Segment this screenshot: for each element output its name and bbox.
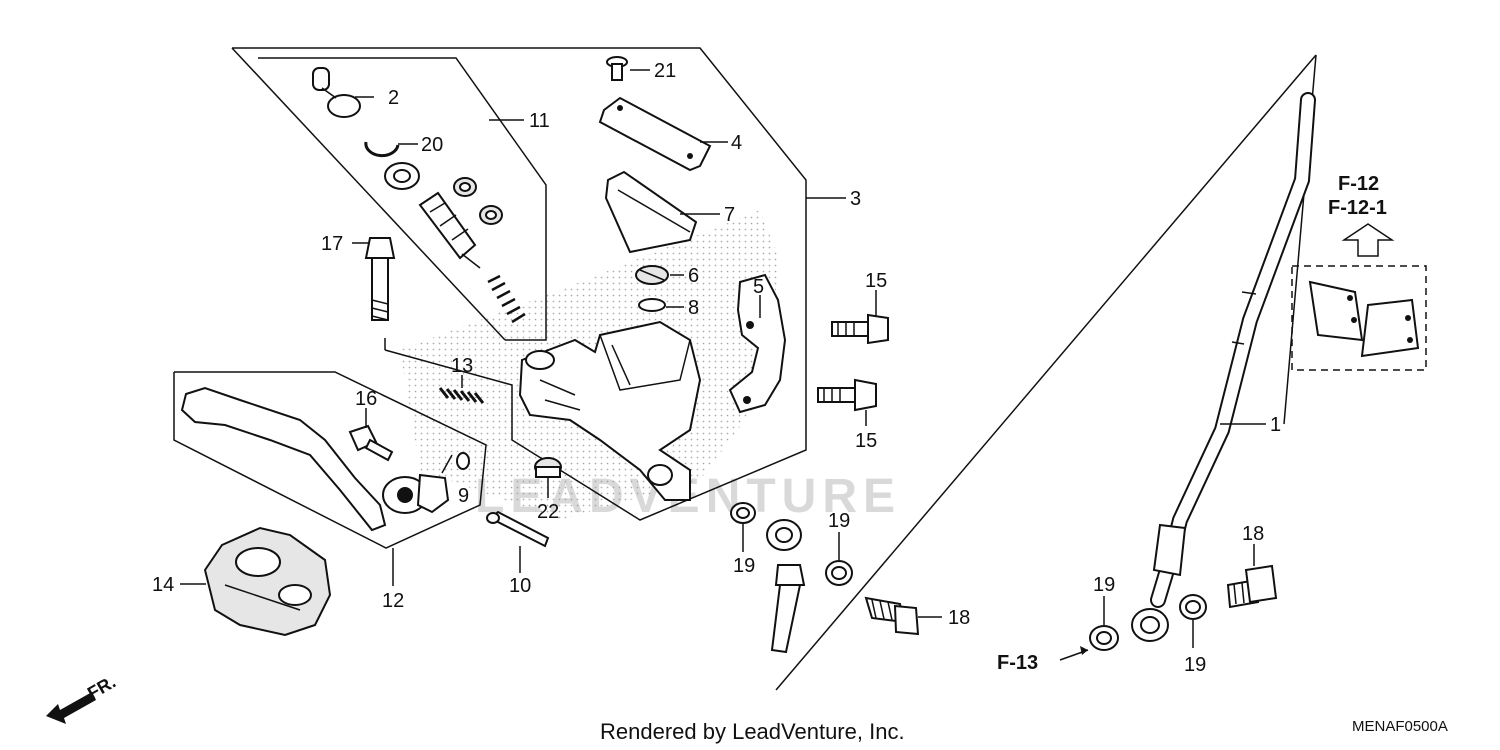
cap-screw-part (606, 56, 628, 81)
brake-lever-part (180, 386, 450, 532)
callout-12: 12 (382, 590, 404, 612)
master-cylinder-body-part (518, 320, 702, 501)
piston-part (418, 191, 481, 269)
hose-clamp-part-right (1360, 298, 1420, 358)
hose-banjo-upper-part (766, 519, 806, 654)
washer-part (384, 162, 420, 190)
callout-18-lower: 18 (948, 607, 970, 629)
leader-lines (180, 69, 1266, 661)
circlip-part (364, 141, 400, 158)
diagram-code: MENAF0500A (1352, 718, 1448, 735)
callout-14: 14 (152, 574, 174, 596)
reference-arrow-up-icon (1341, 223, 1395, 257)
reservoir-cap-part (598, 96, 712, 172)
spring-part (487, 274, 526, 324)
callout-7: 7 (724, 204, 735, 226)
callout-17: 17 (321, 233, 343, 255)
banjo-bolt-part-upper (1226, 564, 1278, 609)
callout-13: 13 (451, 355, 473, 377)
brake-hose-part (1131, 92, 1316, 642)
brake-hose-outline (775, 54, 1317, 691)
callout-19-a: 19 (733, 555, 755, 577)
float-part (635, 265, 669, 285)
callout-19-d: 19 (1184, 654, 1206, 676)
lever-assembly-outline (173, 371, 487, 549)
callout-10: 10 (509, 575, 531, 597)
piston-set-outline (258, 57, 547, 341)
callout-6: 6 (688, 265, 699, 287)
sealing-washer-part-d (1179, 594, 1207, 620)
sealing-washer-part-a (730, 502, 756, 524)
reference-f13[interactable]: F-13 (997, 652, 1038, 674)
callout-1: 1 (1270, 414, 1281, 436)
front-arrow-icon (46, 692, 96, 724)
reference-f12[interactable]: F-12 (1338, 173, 1379, 195)
callout-19-b: 19 (828, 510, 850, 532)
oring-part (638, 298, 666, 312)
related-parts-dashed-box (1291, 265, 1427, 371)
callout-3: 3 (850, 188, 861, 210)
diaphragm-part (604, 170, 698, 254)
reference-f12-1[interactable]: F-12-1 (1328, 197, 1387, 219)
front-direction-indicator: FR. (46, 672, 119, 724)
lever-pin-part (486, 510, 550, 548)
callout-15-lower: 15 (855, 430, 877, 452)
callout-21: 21 (654, 60, 676, 82)
callout-20: 20 (421, 134, 443, 156)
holder-bolt-part-upper (831, 313, 889, 345)
callout-11: 11 (529, 110, 550, 132)
lever-cover-part (203, 526, 332, 637)
callout-4: 4 (731, 132, 742, 154)
holder-bolt-part-lower (817, 378, 877, 412)
seal-parts (453, 177, 503, 225)
callout-15-upper: 15 (865, 270, 887, 292)
sealing-washer-part-c (1089, 625, 1119, 651)
callout-2: 2 (388, 87, 399, 109)
lever-spring-part (438, 387, 485, 404)
piston-cap-part (312, 67, 361, 118)
callout-5: 5 (753, 276, 764, 298)
sealing-washer-part-b (825, 560, 853, 586)
callout-18-upper: 18 (1242, 523, 1264, 545)
nut-part (534, 457, 562, 478)
callout-9: 9 (458, 485, 469, 507)
callout-8: 8 (688, 297, 699, 319)
small-collar-part (456, 452, 470, 470)
callout-16: 16 (355, 388, 377, 410)
holder-part (728, 273, 787, 414)
master-cylinder-assembly-outline (232, 47, 807, 521)
outline-edge (231, 47, 506, 341)
callout-22: 22 (537, 501, 559, 523)
pivot-bolt-part (364, 237, 396, 321)
callout-19-c: 19 (1093, 574, 1115, 596)
hose-clamp-part-left (1308, 280, 1364, 342)
banjo-bolt-part-lower (864, 596, 920, 636)
rendered-by-footer: Rendered by LeadVenture, Inc. (600, 719, 905, 744)
adjuster-bolt-part (348, 424, 394, 462)
